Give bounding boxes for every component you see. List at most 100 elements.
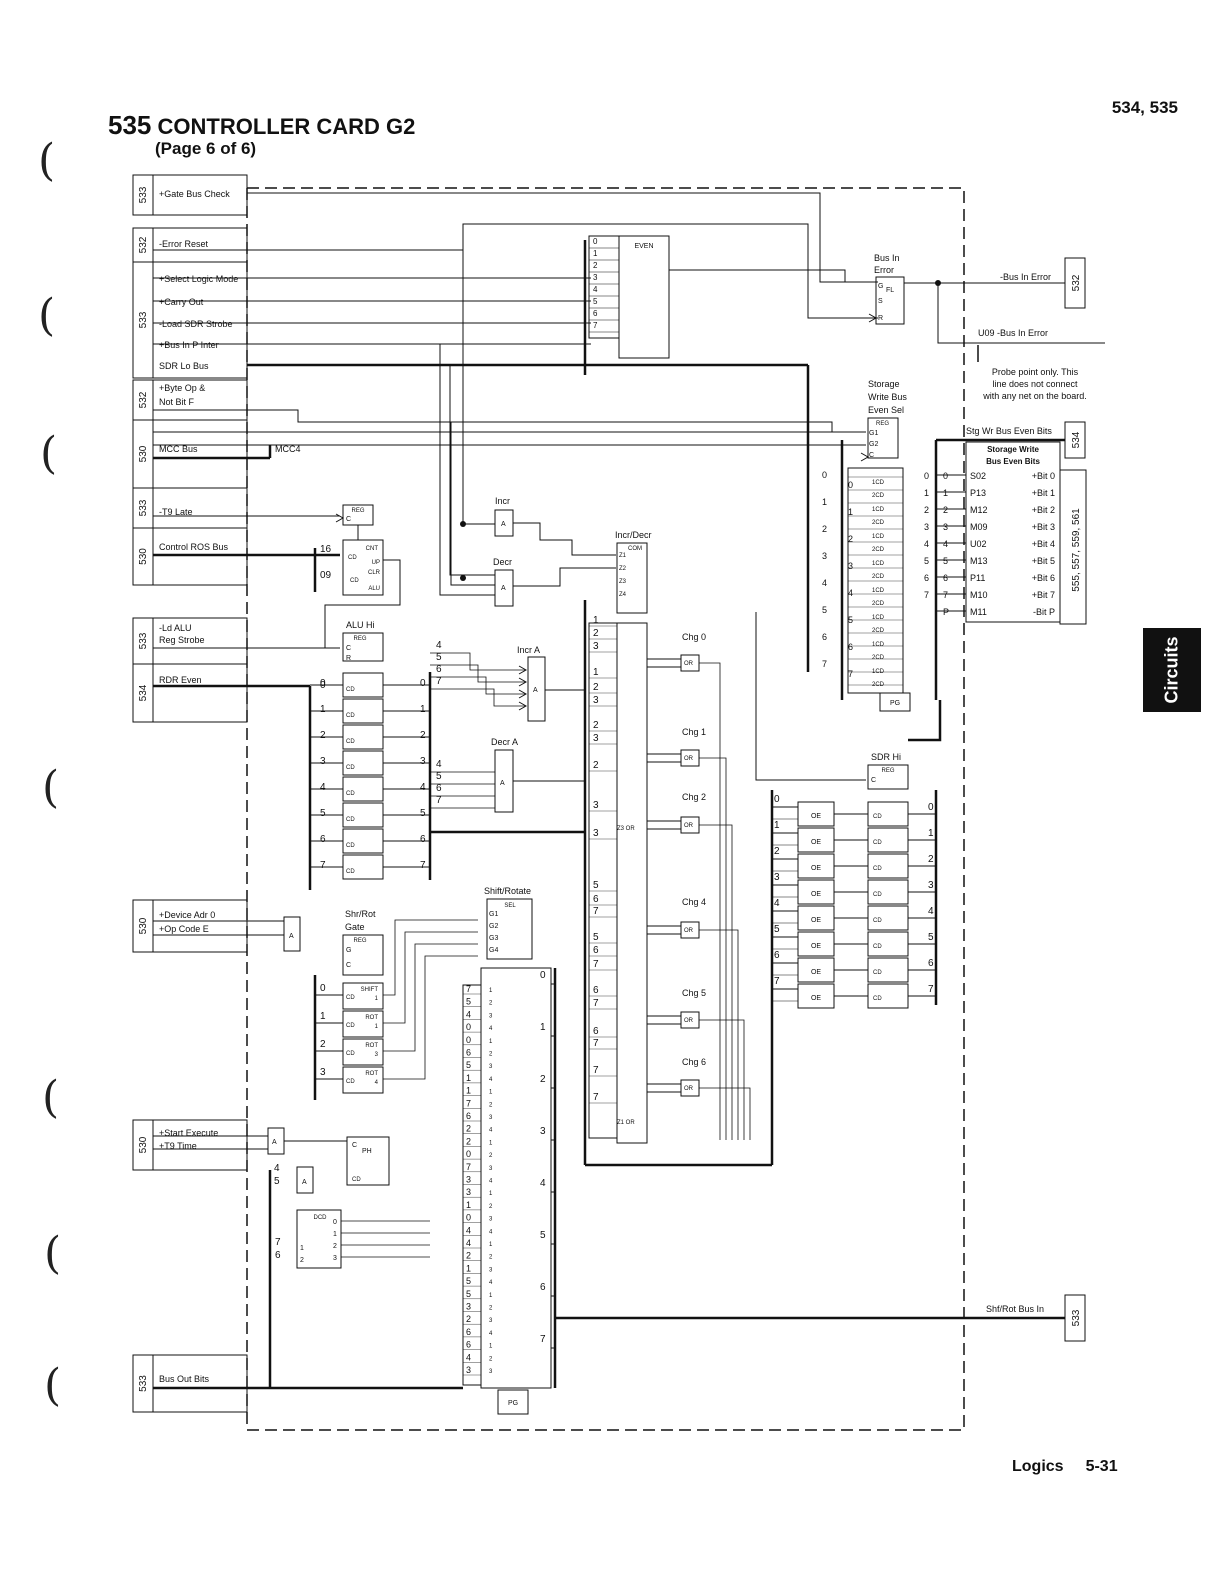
source-page-534: 534 [138,684,149,701]
cd-pin: 1CD [872,588,885,594]
pin-label: ALU [368,586,380,592]
wire [450,422,495,586]
circuits-tab[interactable]: Circuits [1143,628,1201,712]
shift-rotate-label: Shift/Rotate [484,886,531,896]
oe-index: 3 [774,872,780,883]
cd-pin: 1CD [872,534,885,540]
even-input-index: 0 [593,237,598,246]
incr-a-index: 5 [436,652,442,663]
pin-label: S [878,298,883,305]
pin-label: C [346,645,351,652]
alu-in-index: 0 [320,678,326,689]
bit-index: 6 [943,573,948,583]
pin-label: C [346,962,351,969]
pin-label: Z3 OR [617,826,635,832]
alu-hi-cd [342,854,384,880]
decr-a-index: 7 [436,795,442,806]
wire [699,1019,745,1140]
stg-sel-index: 1 [848,507,853,517]
source-page-533: 533 [138,632,149,649]
oe-label: OE [811,995,821,1002]
binder-hole-icon: ( [44,1228,62,1279]
sel-bit: 1 [924,488,929,498]
stg-wr-label: Stg Wr Bus Even Bits [966,426,1052,436]
shift-rotate-index: 3 [466,1302,471,1312]
shift-rotate-pg [497,1389,529,1415]
pin-label: 1 [489,1090,493,1096]
page-subtitle: (Page 6 of 6) [155,139,257,158]
pin-label: 3 [489,1166,493,1172]
target-pages: 555, 557, 559, 561 [1071,508,1082,592]
shift-rotate-index: 0 [466,1035,471,1045]
stg-sel-pg [879,692,911,712]
input-arrow-icon [518,665,528,675]
stg-sel-reg [867,417,899,459]
cd-pin: CD [346,1023,355,1029]
shift-rotate-index: 2 [466,1314,471,1324]
z-bank-index: 3 [593,828,599,839]
bit-label: +Bit 6 [1032,573,1055,583]
alu-hi-reg [342,632,384,662]
shift-rotate-index: 1 [466,1073,471,1083]
cd-pin: CD [873,970,882,976]
sel-bit: 4 [924,539,929,549]
sel-bit: 7 [924,590,929,600]
source-page-533: 533 [138,186,149,203]
pin-label: 4 [489,1179,493,1185]
wire [383,931,478,1024]
binder-hole-icon: ( [42,762,60,813]
alu-hi-cd [342,828,384,854]
cd-pin: CD [346,1079,355,1085]
net-name: S02 [970,471,986,481]
signal-label: +T9 Time [159,1141,197,1151]
bit-index: 7 [943,590,948,600]
sel-bit: 6 [924,573,929,583]
signal-label: MCC Bus [159,444,198,454]
cd-pin: CD [346,739,355,745]
incr-label: Incr [495,496,510,506]
alu-hi-cd [342,750,384,776]
pin-label: 2 [300,1257,304,1264]
shift-rotate-out-index: 3 [540,1126,546,1137]
pin-label: Z1 OR [617,1120,635,1126]
alu-in-index: 1 [320,704,326,715]
cd-pin: 1CD [872,561,885,567]
shr-rot-gate-reg [342,934,384,976]
chg-label: Chg 4 [682,897,706,907]
z-bank-index: 2 [593,628,599,639]
source-signal-box [152,261,248,379]
signal-label: +Bus In P Inter [159,340,219,350]
and-label: A [289,933,294,940]
shr-rot-index: 3 [320,1067,326,1078]
binder-hole-icon: ( [44,1360,62,1411]
bit-label: +Bit 7 [1032,590,1055,600]
wire [462,250,495,525]
source-page-530: 530 [138,445,149,462]
pin-label: G [346,947,351,954]
incr-a-index: 7 [436,676,442,687]
wire-probe [937,283,1105,344]
cd-pin: 1CD [872,480,885,486]
shift-rotate-index: 7 [466,1098,471,1108]
input-arrow-icon [518,701,528,711]
z-bank-index: 6 [593,945,599,956]
pin-label: 4 [489,1331,493,1337]
even-input-index: 7 [593,321,598,330]
input-arrow-icon [335,513,345,523]
dcd-label: DCD [314,1215,328,1221]
sdr-hi-label: SDR Hi [871,752,901,762]
binder-hole-icon: ( [38,135,56,186]
source-signal-box [152,1354,248,1413]
counter-block [342,539,384,596]
source-page-530: 530 [138,1136,149,1153]
shift-rotate-index: 7 [466,984,471,994]
shift-rotate-out-index: 2 [540,1074,546,1085]
shift-rotate-index: 5 [466,1289,471,1299]
alu-out-index: 0 [420,678,426,689]
pin-label: 3 [489,1318,493,1324]
pin-label: R [346,655,351,662]
shift-rotate-index: 3 [466,1175,471,1185]
wire [449,365,495,576]
pin-label: FL [886,287,894,294]
alu-hi-cd [342,776,384,802]
